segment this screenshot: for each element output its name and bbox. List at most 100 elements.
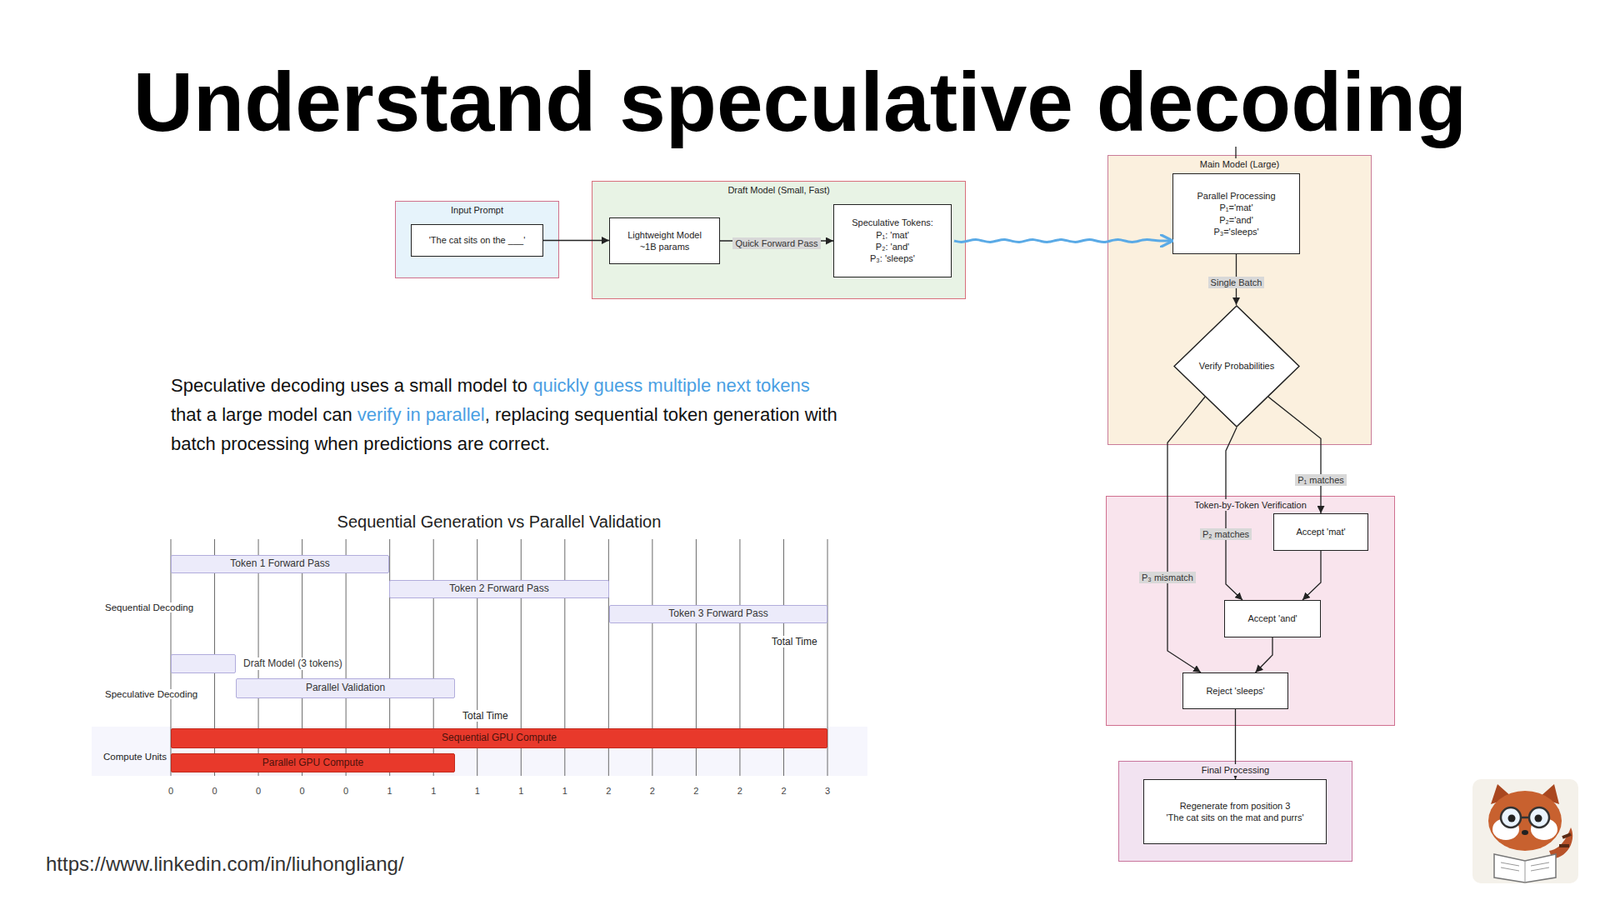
label-anchor: Speculative Decoding — [103, 685, 200, 701]
group-heading: Main Model (Large) — [1196, 158, 1283, 170]
reject-box: Reject 'sleeps' — [1182, 672, 1289, 710]
axis-tick: 2 — [605, 785, 611, 796]
flow-arrow — [1235, 709, 1236, 780]
label-anchor: Compute Units — [103, 748, 167, 764]
body-text: that a large model can — [170, 404, 353, 425]
panda-nose — [1521, 830, 1529, 835]
red-panda-avatar — [1472, 779, 1579, 884]
label-anchor: 0 — [211, 782, 217, 798]
edge-group — [543, 240, 1321, 780]
axis-tick: 0 — [168, 785, 174, 796]
gantt-bar: Token 3 Forward Pass — [609, 605, 828, 624]
avatar-ground — [1472, 779, 1579, 884]
book-lines — [1500, 860, 1550, 883]
edge-label-anchor: P₃ mismatch — [1139, 569, 1196, 585]
node-text: Speculative Tokens: — [851, 216, 934, 229]
row-label: Compute Units — [103, 751, 167, 762]
gantt-bar: Parallel Validation — [235, 678, 455, 699]
group-heading: Input Prompt — [447, 204, 507, 216]
highlight-text: verify in parallel — [357, 404, 485, 425]
node-text: Parallel Processing — [1196, 190, 1275, 202]
node-text: P₃: 'sleeps' — [870, 252, 915, 265]
label-anchor: Total Time — [770, 633, 820, 649]
edge-label-anchor: Quick Forward Pass — [732, 235, 820, 250]
label-anchor: 1 — [518, 782, 524, 798]
node-text: Draft Model (3 tokens) — [241, 657, 345, 671]
label-anchor: 0 — [300, 782, 305, 798]
edge-label-anchor: Single Batch — [1208, 274, 1265, 290]
flow-arrow — [1302, 550, 1321, 600]
gantt-grid — [170, 539, 828, 776]
handdrawn-arrow — [954, 240, 1172, 243]
tail-stripes — [1559, 834, 1571, 846]
description-paragraph: Speculative decoding uses a small model … — [170, 370, 838, 459]
prompt-box: 'The cat sits on the ___' — [410, 224, 544, 257]
title-row: Understand speculative decoding — [0, 60, 1600, 144]
token-list-box: Speculative Tokens:P₁: 'mat'P₂: 'and'P₃:… — [833, 204, 952, 278]
node-text: Regenerate from position 3 — [1180, 800, 1291, 812]
axis-tick: 2 — [780, 785, 786, 796]
node-text: P₁='mat' — [1219, 201, 1253, 214]
node-text: Sequential GPU Compute — [441, 731, 557, 745]
total-time-marker: Total Time — [770, 635, 820, 648]
body-text: Speculative decoding uses a small model … — [170, 375, 528, 396]
gantt-bar: Draft Model (3 tokens) — [170, 654, 236, 674]
label-anchor: 0 — [255, 782, 261, 798]
axis-tick: 3 — [825, 785, 830, 796]
accept-box: Accept 'and' — [1224, 600, 1321, 638]
panda-eye — [1535, 815, 1543, 823]
open-book — [1494, 854, 1556, 883]
gantt-bar: Token 2 Forward Pass — [389, 580, 610, 599]
axis-tick: 1 — [518, 785, 524, 796]
edge-label: P₁ matches — [1295, 474, 1347, 486]
label-anchor: 1 — [475, 782, 480, 798]
total-time-marker: Total Time — [460, 710, 510, 722]
node-text: Accept 'and' — [1247, 612, 1297, 625]
axis-tick: 1 — [387, 785, 393, 796]
label-anchor: 2 — [693, 782, 699, 798]
process-box: Lightweight Model ~1B params — [609, 217, 720, 265]
panda-cheek — [1492, 818, 1520, 840]
label-anchor: 0 — [168, 782, 174, 798]
title: Understand speculative decoding — [133, 60, 1467, 144]
label-anchor: 2 — [605, 782, 611, 798]
node-text: P₁: 'mat' — [875, 229, 910, 241]
source-url: https://www.linkedin.com/in/liuhongliang… — [45, 852, 405, 876]
node-text: Parallel GPU Compute — [262, 756, 364, 770]
node-text: 'The cat sits on the ___' — [429, 234, 526, 246]
main-model-group: Main Model (Large) Parallel ProcessingP₁=… — [1107, 155, 1372, 445]
group-heading: Draft Model (Small, Fast) — [724, 184, 833, 196]
panda-ear — [1539, 784, 1560, 805]
decision-diamond: Verify Probabilities — [1173, 305, 1300, 428]
final-group: Final ProcessingRegenerate from position… — [1118, 760, 1353, 862]
edge-label-anchor: P₁ matches — [1295, 471, 1347, 487]
process-box: Parallel ProcessingP₁='mat'P₂='and'P₃='s… — [1172, 173, 1300, 255]
group-heading: Token-by-Token Verification — [1190, 499, 1310, 511]
axis-tick: 2 — [737, 785, 743, 796]
output-box: Regenerate from position 3'The cat sits … — [1143, 779, 1327, 845]
label-anchor: 3 — [825, 782, 830, 798]
node-text: Token 1 Forward Pass — [230, 557, 330, 571]
axis-tick: 0 — [343, 785, 349, 796]
node-text: Lightweight Model ~1B params — [619, 229, 711, 254]
row-label: Speculative Decoding — [103, 689, 200, 700]
label-anchor: 2 — [650, 782, 655, 798]
axis-tick: 0 — [300, 785, 305, 796]
accept-box: Accept 'mat' — [1273, 513, 1369, 551]
row-label: Sequential Decoding — [103, 602, 195, 613]
label-anchor: 2 — [780, 782, 786, 798]
node-text: Token 3 Forward Pass — [668, 607, 768, 621]
flow-arrow — [1268, 396, 1321, 514]
compute-bar: Sequential GPU Compute — [170, 728, 828, 749]
node-text: Token 2 Forward Pass — [449, 582, 549, 596]
flow-arrow — [1255, 637, 1274, 673]
label-anchor: 1 — [430, 782, 436, 798]
edge-label: Single Batch — [1208, 276, 1265, 289]
panda-cheek — [1530, 818, 1558, 840]
label-anchor: 1 — [562, 782, 568, 798]
node-text: Reject 'sleeps' — [1205, 685, 1265, 697]
node-text: Accept 'mat' — [1295, 525, 1345, 538]
group-heading: Final Processing — [1198, 764, 1273, 776]
axis-tick: 1 — [430, 785, 436, 796]
node-text: P₂: 'and' — [875, 240, 910, 253]
